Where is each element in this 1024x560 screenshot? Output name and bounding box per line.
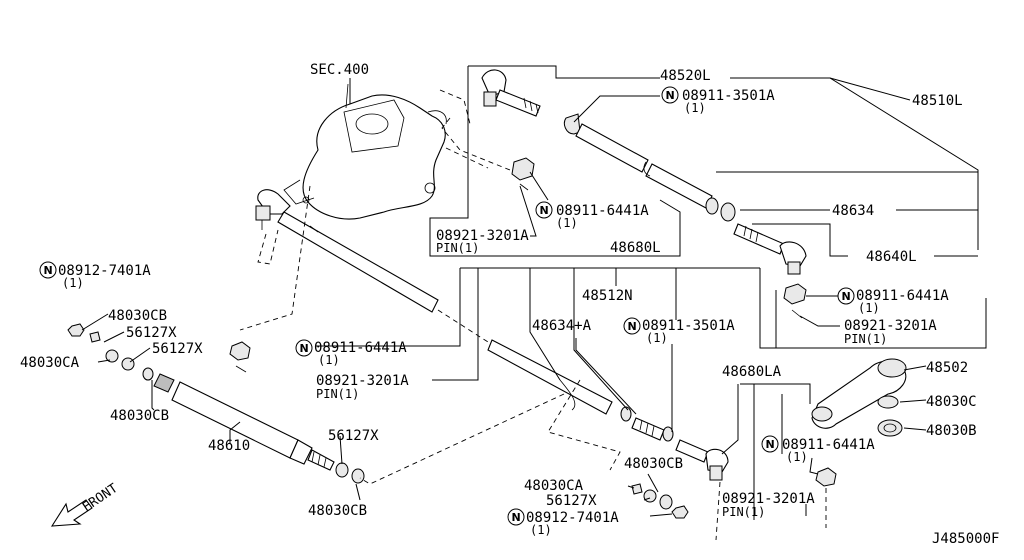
relay-rod bbox=[277, 211, 613, 415]
label-48502: 48502 bbox=[926, 360, 968, 376]
label-pin-left: PIN(1) bbox=[316, 387, 359, 401]
n-mark-icon: N bbox=[535, 201, 553, 219]
label-08921-3201a-lower: 08921-3201A bbox=[722, 491, 815, 507]
label-48680la: 48680LA bbox=[722, 364, 782, 380]
left-tie-rod-end bbox=[255, 189, 291, 230]
svg-text:N: N bbox=[842, 290, 851, 303]
label-48030b: 48030B bbox=[926, 423, 977, 439]
qty-label: (1) bbox=[530, 523, 552, 537]
label-08912-7401a-bottom: 08912-7401A bbox=[526, 510, 619, 526]
svg-text:N: N bbox=[766, 438, 775, 451]
label-48030cb-b: 48030CB bbox=[110, 408, 169, 424]
right-lower-tie-rod-end bbox=[733, 223, 807, 275]
steering-damper bbox=[67, 323, 365, 484]
svg-text:N: N bbox=[44, 264, 53, 277]
label-08911-6441a-right: 08911-6441A bbox=[856, 288, 949, 304]
n-mark-icon: N bbox=[661, 86, 679, 104]
left-castle-nut bbox=[229, 341, 251, 373]
label-pin-right: PIN(1) bbox=[844, 332, 887, 346]
label-48030ca-b: 48030CA bbox=[524, 478, 584, 494]
svg-text:N: N bbox=[540, 204, 549, 217]
label-56127x-c: 56127X bbox=[328, 428, 379, 444]
adjusting-tube bbox=[563, 113, 736, 222]
steering-gear-box bbox=[283, 83, 447, 220]
qty-label: (1) bbox=[786, 450, 808, 464]
svg-text:N: N bbox=[628, 320, 637, 333]
label-48610: 48610 bbox=[208, 438, 250, 454]
n-markers: N N N N N N N N bbox=[39, 86, 855, 526]
label-pin-upper: PIN(1) bbox=[436, 241, 479, 255]
qty-label: (1) bbox=[646, 331, 668, 345]
label-08921-3201a-left: 08921-3201A bbox=[316, 373, 409, 389]
label-sec400: SEC.400 bbox=[310, 62, 369, 78]
qty-label: (1) bbox=[318, 353, 340, 367]
front-label: FRONT bbox=[80, 481, 121, 515]
label-pin-lower: PIN(1) bbox=[722, 505, 765, 519]
n-mark-icon: N bbox=[507, 508, 525, 526]
label-56127x-b: 56127X bbox=[152, 341, 203, 357]
label-48030c: 48030C bbox=[926, 394, 977, 410]
label-48512n: 48512N bbox=[582, 288, 633, 304]
label-08912-7401a-left: 08912-7401A bbox=[58, 263, 151, 279]
qty-label: (1) bbox=[556, 216, 578, 230]
label-48030cb-c: 48030CB bbox=[308, 503, 367, 519]
qty-label: (1) bbox=[684, 101, 706, 115]
label-08911-6441a-lower: 08911-6441A bbox=[782, 437, 875, 453]
label-48030cb-a: 48030CB bbox=[108, 308, 167, 324]
label-48520l: 48520L bbox=[660, 68, 711, 84]
pitman-arm bbox=[811, 358, 907, 487]
label-56127x-a: 56127X bbox=[126, 325, 177, 341]
leader-lines bbox=[81, 65, 987, 520]
qty-label: (1) bbox=[858, 301, 880, 315]
n-mark-icon: N bbox=[761, 435, 779, 453]
lower-tie-rod bbox=[620, 406, 729, 481]
label-48634-a: 48634+A bbox=[532, 318, 592, 334]
n-mark-icon: N bbox=[295, 339, 313, 357]
svg-text:N: N bbox=[512, 511, 521, 524]
part-labels: SEC.400 48520L 48510L 08911-3501A (1) 48… bbox=[20, 62, 999, 547]
label-48030cb-d: 48030CB bbox=[624, 456, 683, 472]
label-08921-3201a-right: 08921-3201A bbox=[844, 318, 937, 334]
figure-code: J485000F bbox=[932, 531, 999, 547]
svg-text:N: N bbox=[300, 342, 309, 355]
n-mark-icon: N bbox=[39, 261, 57, 279]
qty-label: (1) bbox=[62, 276, 84, 290]
svg-text:N: N bbox=[666, 89, 675, 102]
label-48680l: 48680L bbox=[610, 240, 661, 256]
right-castle-nut bbox=[783, 283, 807, 319]
label-08911-6441a-left: 08911-6441A bbox=[314, 340, 407, 356]
right-upper-tie-rod-end bbox=[481, 69, 541, 117]
n-mark-icon: N bbox=[837, 287, 855, 305]
label-08921-3201a-upper: 08921-3201A bbox=[436, 228, 529, 244]
label-48510l: 48510L bbox=[912, 93, 963, 109]
label-08911-3501a-mid: 08911-3501A bbox=[642, 318, 735, 334]
label-48640l: 48640L bbox=[866, 249, 917, 265]
dashed-guides bbox=[239, 89, 827, 541]
label-48634: 48634 bbox=[832, 203, 874, 219]
label-08911-3501a-top: 08911-3501A bbox=[682, 88, 775, 104]
label-56127x-d: 56127X bbox=[546, 493, 597, 509]
n-mark-icon: N bbox=[623, 317, 641, 335]
label-08911-6441a-upper: 08911-6441A bbox=[556, 203, 649, 219]
label-48030ca-a: 48030CA bbox=[20, 355, 80, 371]
front-arrow: FRONT bbox=[50, 481, 121, 527]
bottom-hardware bbox=[631, 483, 689, 519]
